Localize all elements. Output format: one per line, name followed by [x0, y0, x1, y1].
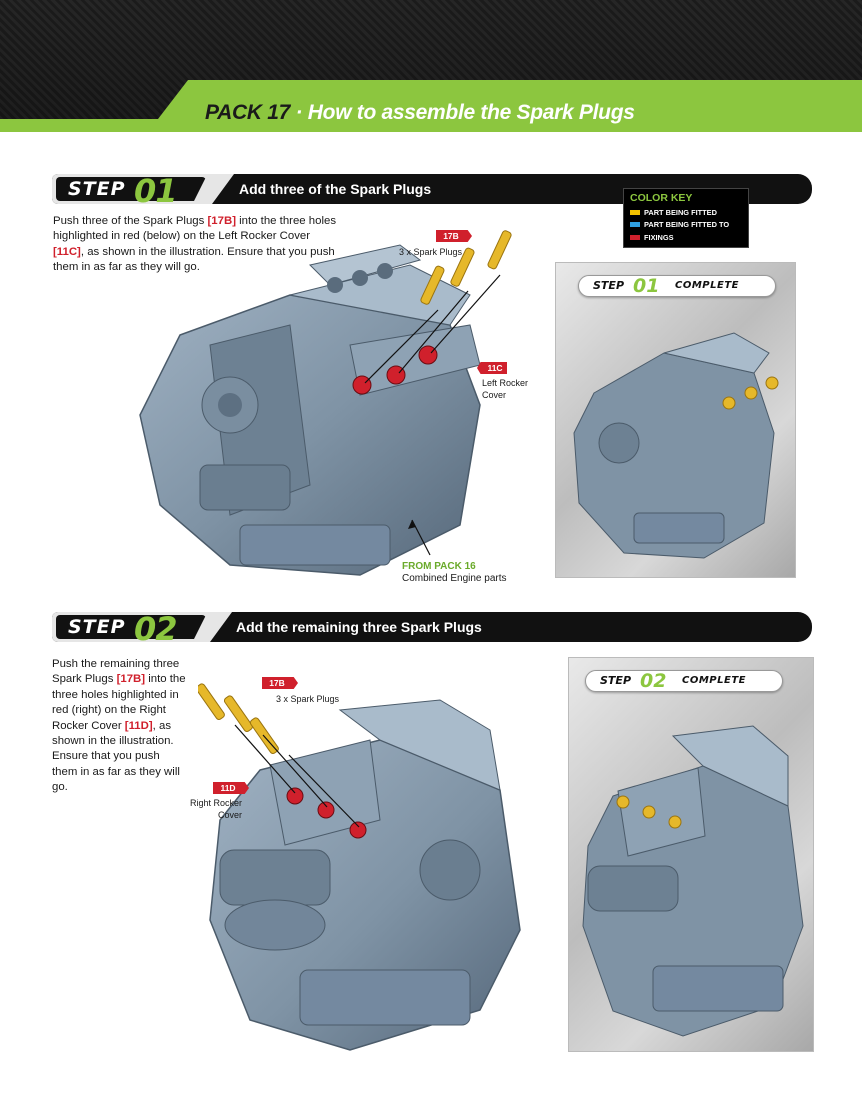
color-key-item: PART BEING FITTED [630, 206, 742, 219]
step1-ref-11c: [11C] [53, 245, 81, 258]
from-pack-note: FROM PACK 16 Combined Engine parts [402, 561, 507, 585]
step1-text-c: , as shown in the illustration. Ensure t… [53, 245, 335, 274]
step1-label-line2: Cover [482, 390, 507, 400]
step2-label-line2: Cover [217, 810, 242, 820]
from-pack-title: FROM PACK 16 [402, 561, 476, 572]
color-swatch-blue [630, 222, 640, 228]
complete-step-number: 02 [640, 670, 667, 692]
complete-word: COMPLETE [682, 675, 746, 686]
step1-title: Add three of the Spark Plugs [239, 181, 432, 197]
page-title-text: · How to assemble the Spark Plugs [290, 101, 635, 124]
complete-step-word: STEP [600, 674, 632, 687]
step1-tag-17b: 17B [436, 230, 472, 242]
step2-guide-lines [234, 724, 360, 828]
step2-text-b: into the three holes highlighted in red … [52, 673, 186, 732]
step1-spark-plugs [420, 230, 512, 305]
color-key-label: PART BEING FITTED TO [644, 220, 730, 230]
step2-text-c: , as shown in the illustration. Ensure t… [52, 719, 180, 794]
step2-complete-engine [582, 725, 804, 1037]
step2-complete-badge: STEP 02 COMPLETE [585, 670, 783, 692]
color-key-title: COLOR KEY [630, 192, 693, 204]
color-key-label: PART BEING FITTED [644, 207, 717, 217]
pack-label: PACK 17 [205, 101, 291, 124]
step2-badge [56, 615, 206, 639]
color-key-item: FIXINGS [630, 231, 742, 244]
step1-number: 01 [134, 172, 178, 210]
color-swatch-red [630, 234, 640, 240]
color-key-item: PART BEING FITTED TO [630, 219, 742, 232]
step2-label-line1: Right Rocker [189, 798, 242, 808]
step1-complete-panel: STEP 01 COMPLETE [555, 262, 796, 578]
step2-ref-17b: [17B] [116, 673, 146, 686]
step1-engine-illustration [139, 230, 512, 576]
step2-header-bar: STEP 02 Add the remaining three Spark Pl… [52, 610, 812, 648]
step1-text-b: into the three holes highlighted in red … [53, 215, 337, 243]
step2-ref-11d: [11D] [124, 719, 153, 732]
step2-word: STEP [68, 616, 126, 638]
step1-complete-badge: STEP 01 COMPLETE [578, 275, 776, 297]
step1-word: STEP [68, 178, 126, 200]
step1-tag-11c: 11C [477, 362, 507, 374]
from-pack-subtitle: Combined Engine parts [402, 573, 507, 584]
step2-title: Add the remaining three Spark Plugs [236, 619, 482, 635]
step1-text-a: Push three of the Spark Plugs [53, 215, 208, 227]
complete-step-word: STEP [593, 279, 625, 292]
color-swatch-yellow [630, 209, 640, 215]
step1-label-line1: Left Rocker [482, 378, 529, 388]
page-header: PACK 17 · How to assemble the Spark Plug… [0, 0, 862, 132]
step1-complete-engine [573, 332, 779, 559]
step2-text-a: Push the remaining three Spark Plugs [52, 658, 180, 686]
step2-tag-17b: 17B [262, 677, 298, 689]
step1-badge [56, 177, 206, 201]
step2-red-holes [286, 787, 367, 839]
page-title: PACK 17 · How to assemble the Spark Plug… [205, 101, 635, 125]
step2-tag-11d: 11D [213, 782, 249, 794]
title-band [148, 80, 862, 132]
step2-number: 02 [134, 610, 178, 648]
step1-label-spark-plugs: 3 x Spark Plugs [399, 247, 463, 257]
color-key: COLOR KEY PART BEING FITTED PART BEING F… [623, 188, 749, 248]
step2-complete-panel: STEP 02 COMPLETE [568, 657, 814, 1052]
complete-step-number: 01 [633, 275, 660, 297]
step1-ref-17b: [17B] [207, 215, 236, 227]
step2-engine-illustration [209, 699, 521, 1051]
step1-instructions: Push three of the Spark Plugs [17B] into… [53, 214, 343, 276]
color-key-label: FIXINGS [644, 232, 674, 242]
complete-word: COMPLETE [675, 280, 739, 291]
step2-instructions: Push the remaining three Spark Plugs [17… [52, 657, 186, 796]
step2-label-spark-plugs: 3 x Spark Plugs [276, 694, 340, 704]
